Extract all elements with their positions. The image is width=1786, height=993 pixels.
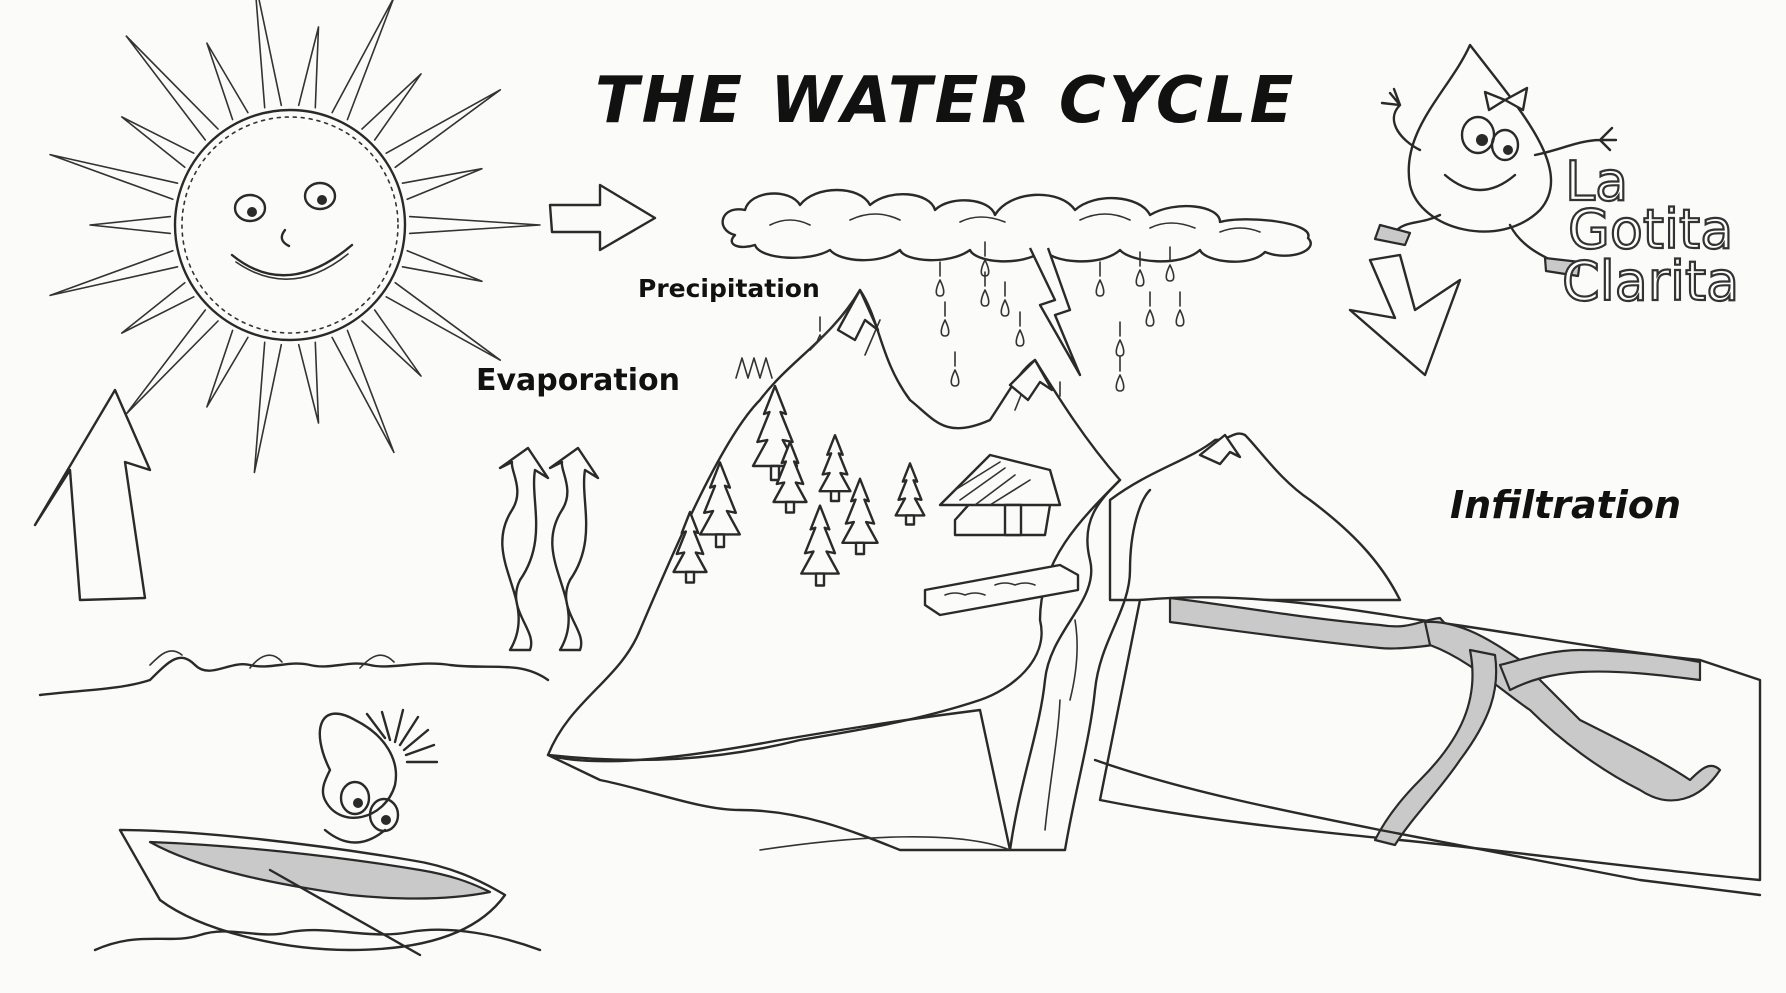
raindrop bbox=[1116, 340, 1124, 356]
gotita-clarita-character: La Gotita Clarita bbox=[1350, 45, 1739, 375]
tree-trunk bbox=[786, 502, 794, 513]
sun-ray bbox=[362, 310, 421, 376]
sun-ray bbox=[50, 155, 177, 200]
tree-trunk bbox=[856, 543, 864, 554]
label-infiltration: Infiltration bbox=[1450, 483, 1681, 527]
raindrop bbox=[951, 370, 959, 386]
arrow-right-icon bbox=[550, 185, 655, 250]
sun-ray bbox=[299, 27, 319, 108]
sun-ray bbox=[362, 74, 421, 140]
landscape bbox=[548, 290, 1760, 895]
sun-ray bbox=[122, 117, 194, 167]
logo-text-clarita: Clarita bbox=[1562, 250, 1739, 313]
sun-ray bbox=[207, 43, 248, 120]
tree-trunk bbox=[906, 515, 914, 524]
sun-ray bbox=[254, 342, 281, 472]
droplet-in-boat bbox=[95, 710, 540, 955]
tree-trunk bbox=[716, 534, 724, 547]
raindrop bbox=[1166, 265, 1174, 281]
arrow-up-icon bbox=[35, 390, 150, 600]
sun-ray bbox=[332, 330, 394, 452]
raindrop bbox=[1096, 280, 1104, 296]
sun-ray bbox=[126, 36, 218, 140]
sun-ray bbox=[386, 90, 500, 168]
raindrop bbox=[1016, 330, 1024, 346]
raindrop bbox=[1116, 375, 1124, 391]
raindrop bbox=[1001, 300, 1009, 316]
label-evaporation: Evaporation bbox=[476, 363, 680, 398]
raindrop bbox=[936, 280, 944, 296]
sun-ray bbox=[122, 283, 194, 333]
sun-ray bbox=[254, 0, 281, 108]
sun-ray bbox=[410, 217, 540, 234]
raindrop bbox=[1146, 310, 1154, 326]
sun-ray bbox=[403, 251, 482, 282]
tree-trunk bbox=[816, 574, 824, 586]
sun-ray bbox=[332, 0, 394, 120]
sun-ray bbox=[207, 330, 248, 407]
sun-ray bbox=[299, 342, 319, 423]
sun-illustration bbox=[50, 0, 540, 473]
raindrop bbox=[1136, 270, 1144, 286]
raindrop bbox=[941, 320, 949, 336]
sun-ray bbox=[386, 283, 500, 361]
tree-trunk bbox=[771, 466, 779, 480]
sun-ray bbox=[403, 169, 482, 200]
tree-trunk bbox=[686, 572, 694, 583]
sun-ray bbox=[126, 310, 218, 414]
arrow-down-icon bbox=[1350, 255, 1460, 375]
label-precipitation: Precipitation bbox=[638, 274, 820, 303]
raindrop bbox=[981, 290, 989, 306]
ocean-waves bbox=[40, 651, 548, 695]
diagram-title: THE WATER CYCLE bbox=[595, 64, 1296, 138]
sun-ray bbox=[90, 217, 170, 234]
tree-trunk bbox=[831, 491, 839, 501]
raindrop bbox=[1176, 310, 1184, 326]
sun-ray bbox=[50, 251, 177, 296]
